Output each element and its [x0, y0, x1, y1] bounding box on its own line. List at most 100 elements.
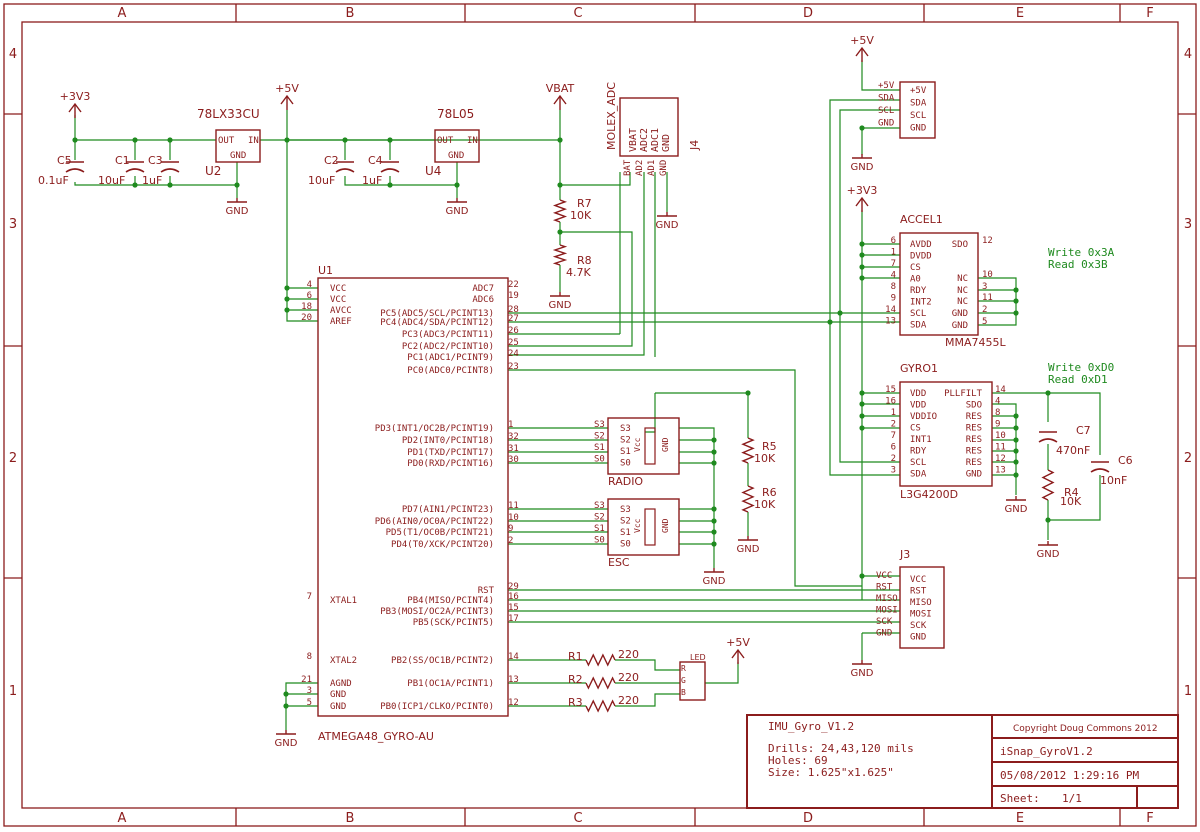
ground-label: GND [226, 206, 249, 217]
ground-symbol [657, 212, 677, 217]
pin-name: ADC6 [472, 295, 494, 305]
ground-label: GND [275, 738, 298, 749]
ground-symbol [852, 660, 872, 665]
supply-symbol [855, 196, 869, 212]
ground-symbol [447, 198, 467, 203]
pin-name: OUT [218, 136, 235, 146]
resistor-ref: R7 [577, 197, 592, 210]
pin-number: 31 [508, 444, 519, 454]
frame-col-label: B [346, 6, 355, 21]
pin-name: RES [966, 412, 982, 422]
junction-dot [283, 703, 289, 709]
junction-dot [859, 573, 865, 579]
junction-dot [859, 275, 865, 281]
pin-number: 26 [508, 326, 519, 336]
pin-number: 6 [891, 443, 896, 453]
net-label: +5V [878, 81, 895, 91]
drawing-frame [3, 3, 1197, 827]
resistor [741, 437, 755, 464]
pin-number: S2 [594, 432, 605, 442]
junction-dot [711, 460, 717, 466]
connector-ref: J3 [899, 548, 910, 561]
pin-name: SDA [910, 99, 927, 109]
pin-name: PC5(ADC5/SCL/PCINT13) [380, 309, 494, 319]
pin-name: XTAL1 [330, 596, 357, 606]
junction-dot [1013, 459, 1019, 465]
junction-dot [342, 137, 348, 143]
supply-label: +5V [850, 34, 874, 47]
ic-part: ATMEGA48_GYRO-AU [318, 730, 434, 743]
pin-name: CS [910, 424, 921, 434]
junction-dot [284, 137, 290, 143]
pin-name: VDDIO [910, 412, 937, 422]
resistor [585, 699, 616, 713]
junction-dot [859, 401, 865, 407]
pin-name: SDO [952, 240, 968, 250]
junction-dot [859, 264, 865, 270]
pin-name: PD5(T1/OC0B/PCINT21) [386, 528, 494, 538]
pin-number: 9 [995, 420, 1000, 430]
pin-number: 4 [307, 280, 312, 290]
pin-name: VCC [330, 284, 346, 294]
pin-name: G [681, 676, 686, 685]
ic-ref: U1 [318, 264, 333, 277]
pin-name: VCC [330, 295, 346, 305]
junction-dot [1013, 287, 1019, 293]
pin-name: GND [661, 134, 672, 152]
capacitor-ref: C7 [1076, 424, 1091, 437]
pin-number: 18 [301, 302, 312, 312]
pin-number: 14 [508, 652, 519, 662]
pin-number: 2 [982, 305, 987, 315]
pin-number: 1 [891, 408, 896, 418]
net-label: SDA [878, 94, 895, 104]
resistor [552, 199, 568, 223]
ground-label: GND [737, 544, 760, 555]
junction-dot [711, 529, 717, 535]
pin-name: S0 [620, 540, 631, 550]
components [215, 81, 993, 717]
pin-name: XTAL2 [330, 656, 357, 666]
capacitor-ref: C5 [57, 154, 72, 167]
pin-name: PD1(TXD/PCINT17) [407, 448, 494, 458]
pin-name: RST [478, 586, 495, 596]
pin-number: 8 [995, 408, 1000, 418]
pin-number: 9 [891, 294, 896, 304]
title-date: 05/08/2012 1:29:16 PM [1000, 769, 1139, 782]
pin-number: 6 [307, 291, 312, 301]
pin-name: GND [330, 702, 346, 712]
pin-number: 19 [508, 291, 519, 301]
junction-dot [284, 285, 290, 291]
pin-name: ADC2 [639, 128, 650, 152]
pin-name: PD4(T0/XCK/PCINT20) [391, 540, 494, 550]
resistor-ref: R2 [568, 673, 583, 686]
i2c-address-note: Write 0xD0 [1048, 361, 1114, 374]
net-label: GND [878, 119, 894, 129]
resistor [741, 485, 755, 513]
pin-name: PC2(ADC2/PCINT10) [402, 342, 494, 352]
resistor [585, 653, 616, 667]
frame-row-label: 2 [9, 451, 17, 466]
ground-label: GND [656, 220, 679, 231]
junction-dot [859, 425, 865, 431]
junction-dot [1013, 448, 1019, 454]
connector-ref: J4 [688, 140, 701, 151]
pin-number: 20 [301, 313, 312, 323]
regulator-part: 78L05 [437, 107, 474, 121]
capacitor-value: 0.1uF [38, 174, 69, 187]
net-label: VCC [876, 571, 892, 581]
pin-name: VDD [910, 401, 926, 411]
junction-dot [284, 307, 290, 313]
pin-name: PB1(OC1A/PCINT1) [407, 679, 494, 689]
connector-ref: ESC [608, 556, 630, 569]
resistor [552, 244, 568, 266]
net-label: GND [876, 629, 892, 639]
pin-name: AVDD [910, 240, 932, 250]
junction-dot [387, 137, 393, 143]
ic-ref: GYRO1 [900, 362, 938, 375]
pin-number: S3 [594, 501, 605, 511]
regulator-ref: U2 [205, 164, 221, 178]
frame-col-label: D [803, 811, 813, 826]
pin-number: 12 [508, 698, 519, 708]
capacitor-ref: C2 [324, 154, 339, 167]
pin-name: AVCC [330, 306, 352, 316]
